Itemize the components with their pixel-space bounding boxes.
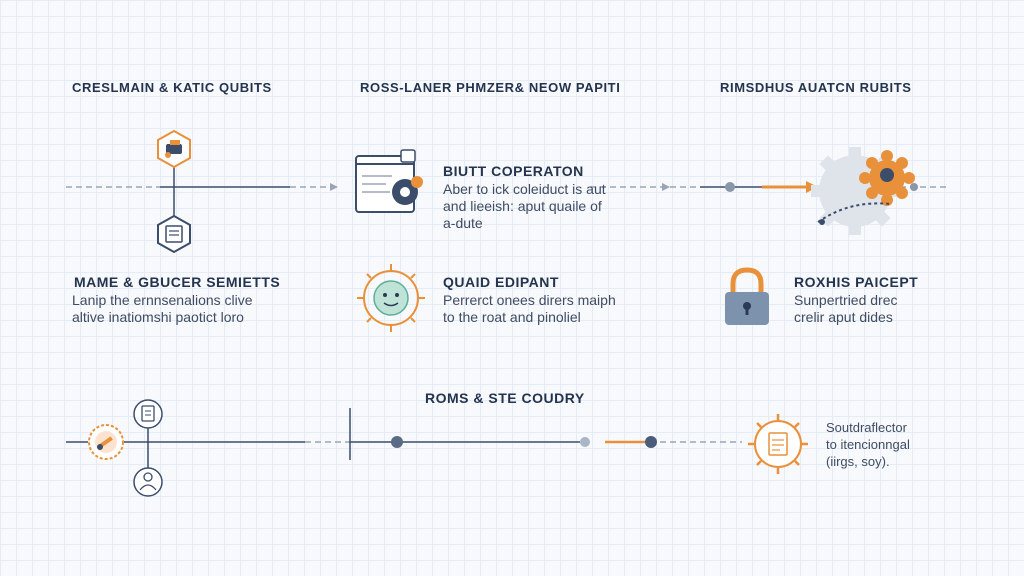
item-line-roxhis-2: crelir aput dides	[794, 309, 893, 325]
timeline-node	[580, 437, 590, 447]
bottom-section-title: ROMS & STE COUDRY	[425, 390, 585, 406]
person-circle-icon	[133, 467, 163, 497]
item-line-soutdr-2: to itencionngal	[826, 437, 910, 452]
gear-document-icon	[748, 414, 808, 474]
timeline-node	[645, 436, 657, 448]
column-title-middle: ROSS-LANER PHMZER& NEOW PAPITI	[360, 80, 621, 95]
item-line-roxhis-1: Sunpertried drec	[794, 292, 898, 308]
browser-gear-icon	[355, 149, 423, 213]
arrow-head	[662, 183, 670, 191]
item-title-roxhis: ROXHIS PAICEPT	[794, 274, 919, 290]
tools-hexagon-icon	[157, 129, 191, 169]
top-timeline	[66, 166, 950, 218]
timeline-node	[910, 183, 918, 191]
timeline-node	[725, 182, 735, 192]
item-line-quaid-1: Perrerct onees dirers maiph	[443, 292, 616, 308]
item-line-mame-1: Lanip the ernnsenalions clive	[72, 292, 253, 308]
gear-face-icon	[357, 264, 425, 332]
item-line-soutdr-3: (iirgs, soy).	[826, 454, 890, 469]
item-line-mame-2: altive inatiomshi paotict loro	[72, 309, 244, 325]
item-line-biutt-2: and lieeish: aput quaile of	[443, 198, 602, 214]
item-line-biutt-1: Aber to ick coleiduct is aut	[443, 181, 606, 197]
item-title-biutt: BIUTT COPERATON	[443, 163, 584, 179]
bottom-timeline	[66, 408, 742, 468]
arrow-head	[330, 183, 338, 191]
column-title-left: CRESLMAIN & KATIC QUBITS	[72, 80, 272, 95]
gears-icon	[811, 147, 915, 235]
wrench-circle-icon	[88, 424, 124, 460]
timeline-node	[391, 436, 403, 448]
item-line-biutt-3: a-dute	[443, 215, 483, 231]
item-title-mame: MAME & GBUCER SEMIETTS	[74, 274, 281, 290]
item-line-soutdr-1: Soutdraflector	[826, 420, 907, 435]
item-line-quaid-2: to the roat and pinoliel	[443, 309, 581, 325]
column-title-right: RIMSDHUS AUATCN RUBITS	[720, 80, 912, 95]
document-circle-icon	[133, 399, 163, 429]
item-title-quaid: QUAID EDIPANT	[443, 274, 559, 290]
document-hexagon-icon	[157, 214, 191, 254]
padlock-icon	[725, 267, 769, 325]
